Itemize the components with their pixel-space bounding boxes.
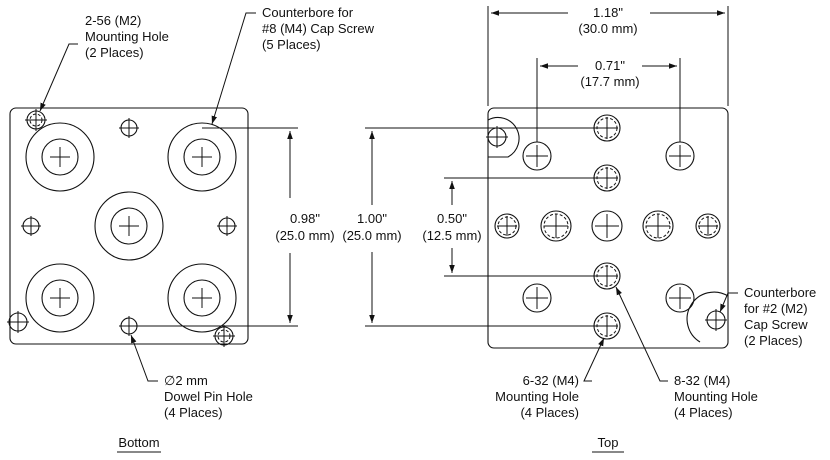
threaded-hole-col-4 — [593, 312, 621, 340]
dowel-hole-top — [119, 118, 139, 138]
label-832-line3: (4 Places) — [674, 405, 733, 420]
dim-center-mm: (12.5 mm) — [422, 228, 481, 243]
hole-center — [591, 210, 623, 242]
label-632-line3: (4 Places) — [520, 405, 579, 420]
label-cb-m2-line4: (2 Places) — [744, 333, 803, 348]
label-m2-hole-line1: 2-56 (M2) — [85, 13, 141, 28]
counterbore-center — [94, 191, 164, 261]
leader-632 — [583, 337, 605, 382]
label-cb-m2-line1: Counterbore — [744, 285, 816, 300]
threaded-hole-col-3 — [593, 262, 621, 290]
threaded-hole-col-2 — [593, 164, 621, 192]
label-m2-hole-line2: Mounting Hole — [85, 29, 169, 44]
top-view: 1.18" (30.0 mm) 0.71" (17.7 mm) 1.00" (2… — [342, 5, 816, 453]
notch-bottom-right — [686, 291, 729, 343]
notch-top-left — [487, 116, 520, 158]
dowel-hole-left — [21, 216, 41, 236]
cb-m2-hole-top-left — [486, 126, 508, 148]
label-m2-hole-line3: (2 Places) — [85, 45, 144, 60]
counterbore-bottom-left — [25, 263, 95, 333]
top-view-title: Top — [598, 435, 619, 450]
label-cb-m4-line2: #8 (M4) Cap Screw — [262, 21, 375, 36]
label-cb-m4-line1: Counterbore for — [262, 5, 354, 20]
top-plate-outline — [487, 107, 729, 349]
dowel-hole-right — [217, 216, 237, 236]
threaded-hole-row-3 — [642, 210, 674, 242]
dim-height-bottom-mm: (25.0 mm) — [275, 228, 334, 243]
dim-height-top-mm: (25.0 mm) — [342, 228, 401, 243]
hole-top-left-inner — [522, 141, 552, 171]
label-cb-m2-line2: for #2 (M2) — [744, 301, 808, 316]
label-832-line2: Mounting Hole — [674, 389, 758, 404]
dim-height-top-in: 1.00" — [357, 211, 387, 226]
hole-top-right-inner — [665, 141, 695, 171]
dim-width-in: 1.18" — [593, 5, 623, 20]
counterbore-bottom-right — [167, 263, 237, 333]
dim-center-in: 0.50" — [437, 211, 467, 226]
leader-counterbore-m4 — [211, 12, 256, 125]
dim-spacing-in: 0.71" — [595, 58, 625, 73]
label-cb-m4-line3: (5 Places) — [262, 37, 321, 52]
label-cb-m2-line3: Cap Screw — [744, 317, 808, 332]
dim-spacing-mm: (17.7 mm) — [580, 74, 639, 89]
m2-hole-top-left — [25, 109, 47, 131]
cb-m2-hole-bottom-right — [705, 309, 727, 331]
threaded-hole-row-1 — [494, 213, 520, 239]
bottom-view-title: Bottom — [118, 435, 159, 450]
label-dowel-line3: (4 Places) — [164, 405, 223, 420]
label-832-line1: 8-32 (M4) — [674, 373, 730, 388]
hole-bottom-right-inner — [665, 283, 695, 313]
leader-m2-hole — [39, 43, 78, 112]
bottom-plate-outline — [9, 107, 249, 345]
leader-832 — [615, 286, 668, 382]
dim-width-mm: (30.0 mm) — [578, 21, 637, 36]
label-dowel-line2: Dowel Pin Hole — [164, 389, 253, 404]
leader-counterbore-m2 — [719, 292, 738, 313]
hole-bottom-left-inner — [522, 283, 552, 313]
label-dowel-line1: ∅2 mm — [164, 373, 208, 388]
label-632-line1: 6-32 (M4) — [523, 373, 579, 388]
threaded-hole-row-4 — [695, 213, 721, 239]
dim-height-bottom-in: 0.98" — [290, 211, 320, 226]
threaded-hole-col-1 — [593, 114, 621, 142]
edge-hole-bottom-left — [7, 311, 29, 333]
m2-hole-bottom-right — [213, 325, 235, 347]
leader-dowel — [130, 334, 158, 382]
counterbore-top-left — [25, 122, 95, 192]
counterbore-top-right — [167, 122, 237, 192]
label-632-line2: Mounting Hole — [495, 389, 579, 404]
bottom-view: 2-56 (M2) Mounting Hole (2 Places) Count… — [7, 5, 375, 453]
threaded-hole-row-2 — [540, 210, 572, 242]
